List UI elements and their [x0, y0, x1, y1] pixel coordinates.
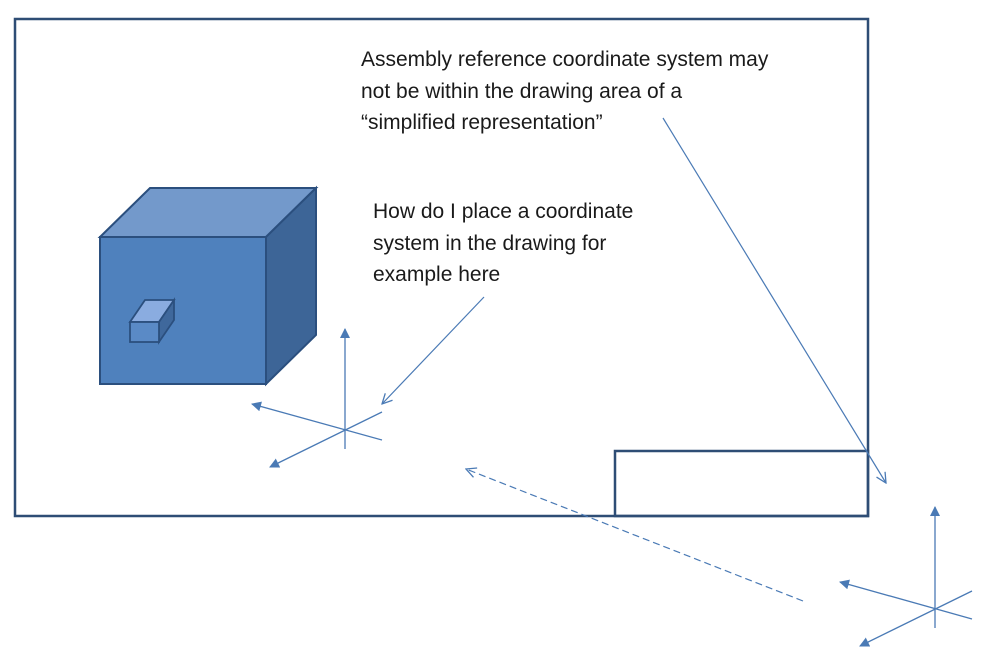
cube-front-face	[99, 236, 267, 385]
assembly-note-line-3: “simplified representation”	[361, 111, 603, 134]
coordinate-system-inside	[251, 328, 383, 468]
title-block	[613, 449, 870, 518]
coordinate-system-outside	[839, 506, 973, 647]
axis-y	[859, 590, 973, 647]
placement-question-text: How do I place a coordinate system in th…	[373, 196, 633, 291]
axis-x	[839, 579, 973, 620]
assembly-note-text: Assembly reference coordinate system may…	[361, 44, 768, 139]
placement-question-line-1: How do I place a coordinate	[373, 200, 634, 223]
axis-y	[269, 411, 383, 468]
placement-question-line-2: system in the drawing for	[373, 231, 607, 255]
axis-x	[251, 401, 383, 441]
placement-question-line-3: example here	[373, 263, 501, 286]
cube-feature	[128, 297, 176, 345]
drawing-frame	[13, 17, 870, 518]
dashed-move-arrow	[466, 469, 804, 602]
cube-model	[97, 185, 319, 387]
assembly-note-line-1: Assembly reference coordinate system may	[361, 48, 769, 71]
assembly-note-line-2: not be within the drawing area of a	[361, 79, 683, 103]
leader-arrow-to-outside-cs	[662, 117, 886, 483]
leader-arrow-to-inside-cs	[382, 296, 485, 404]
